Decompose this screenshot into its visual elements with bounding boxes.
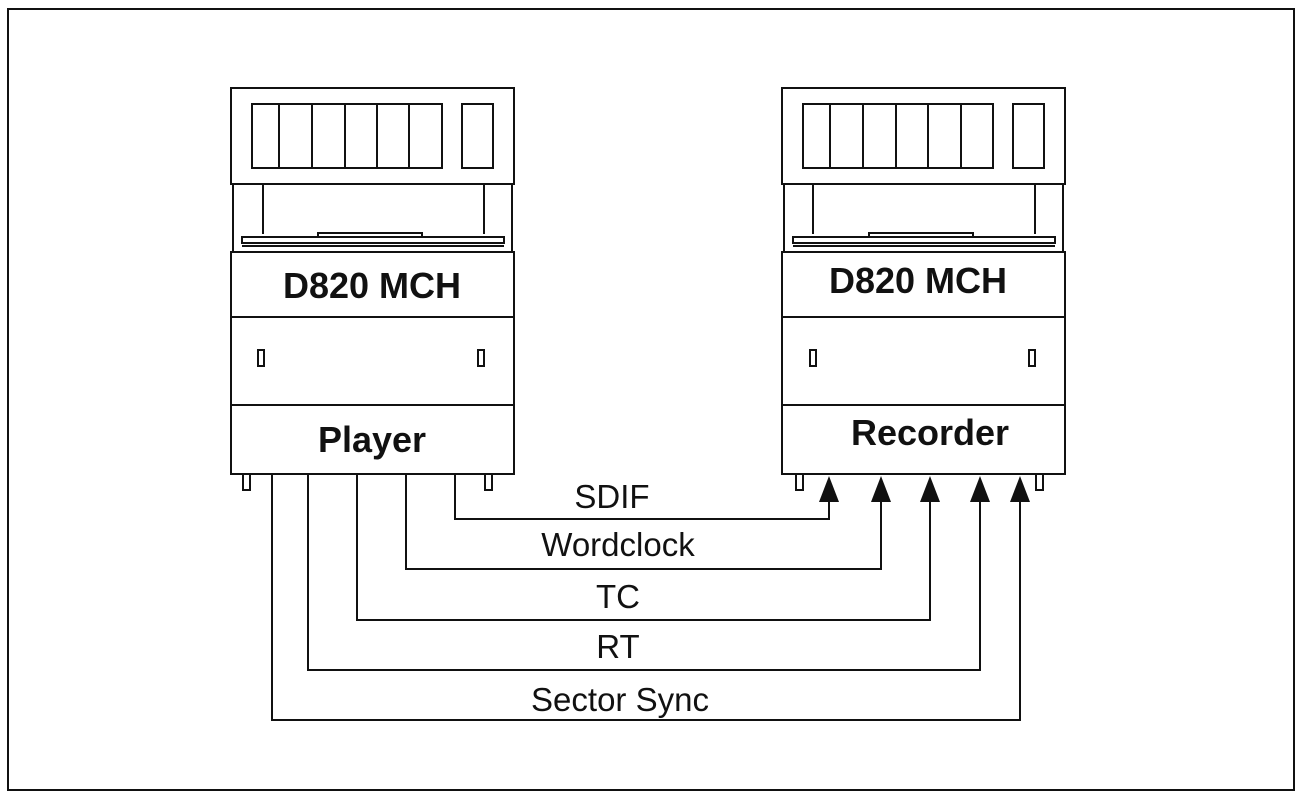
connection-sdif-arrow [819,476,839,502]
connection-rt-label: RT [596,628,639,665]
connection-tc-line [356,474,931,621]
connection-rt: RT [307,474,990,671]
connection-sector-sync-arrow [1010,476,1030,502]
connection-sector-sync-label: Sector Sync [531,681,709,718]
recorder-foot-right [1035,473,1044,491]
connection-sector-sync: Sector Sync [271,474,1030,721]
player-meter-segments [251,103,494,169]
connection-wordclock-label: Wordclock [541,526,695,563]
connection-sdif-line [454,474,830,520]
recorder-unit [781,87,1066,491]
player-led-left [257,349,265,367]
connection-tc: TC [356,474,940,621]
recorder-supports [783,184,1064,252]
player-foot-left [242,473,251,491]
player-role-label: Player [318,419,426,460]
recorder-led-left [809,349,817,367]
player-disc-tray [241,232,505,247]
player-foot-right [484,473,493,491]
connection-wordclock: Wordclock [405,474,891,570]
connection-wordclock-line [405,474,882,570]
connection-rt-arrow [970,476,990,502]
recorder-role-label: Recorder [851,412,1009,453]
connection-tc-arrow [920,476,940,502]
player-supports [232,184,513,252]
connection-wordclock-arrow [871,476,891,502]
recorder-led-right [1028,349,1036,367]
player-led-right [477,349,485,367]
connection-sdif: SDIF [454,474,839,520]
recorder-foot-left [795,473,804,491]
recorder-disc-tray [792,232,1056,247]
recorder-model-label: D820 MCH [829,260,1007,301]
connection-sector-sync-line [271,474,1021,721]
player-model-label: D820 MCH [283,265,461,306]
recorder-body [781,251,1066,475]
recorder-meter-segments [802,103,1045,169]
player-body [230,251,515,475]
connection-tc-label: TC [596,578,640,615]
connection-rt-line [307,474,981,671]
diagram-frame [7,8,1295,791]
player-unit [230,87,515,491]
connection-sdif-label: SDIF [574,478,649,515]
